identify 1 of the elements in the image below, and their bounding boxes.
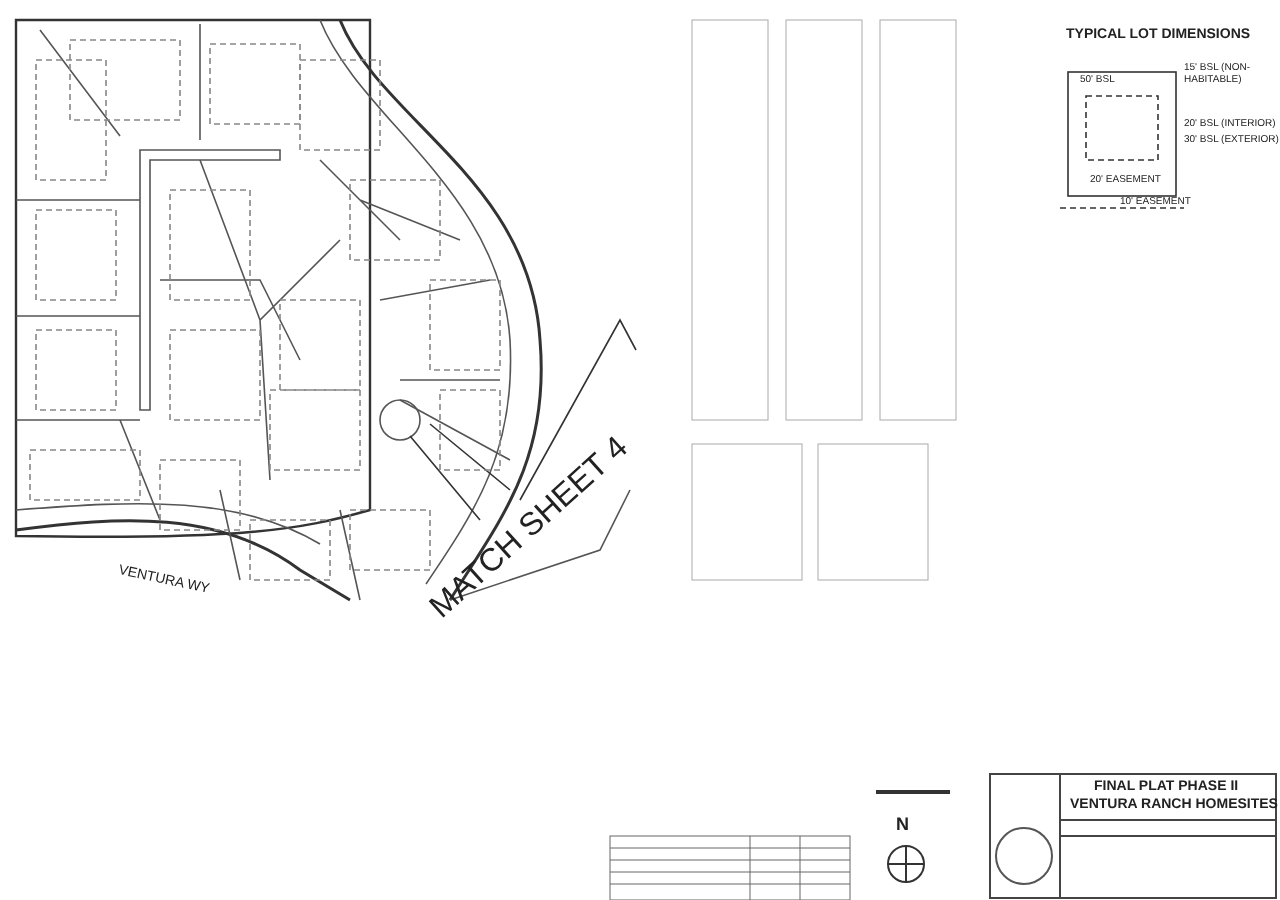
north-label: N bbox=[896, 816, 909, 836]
